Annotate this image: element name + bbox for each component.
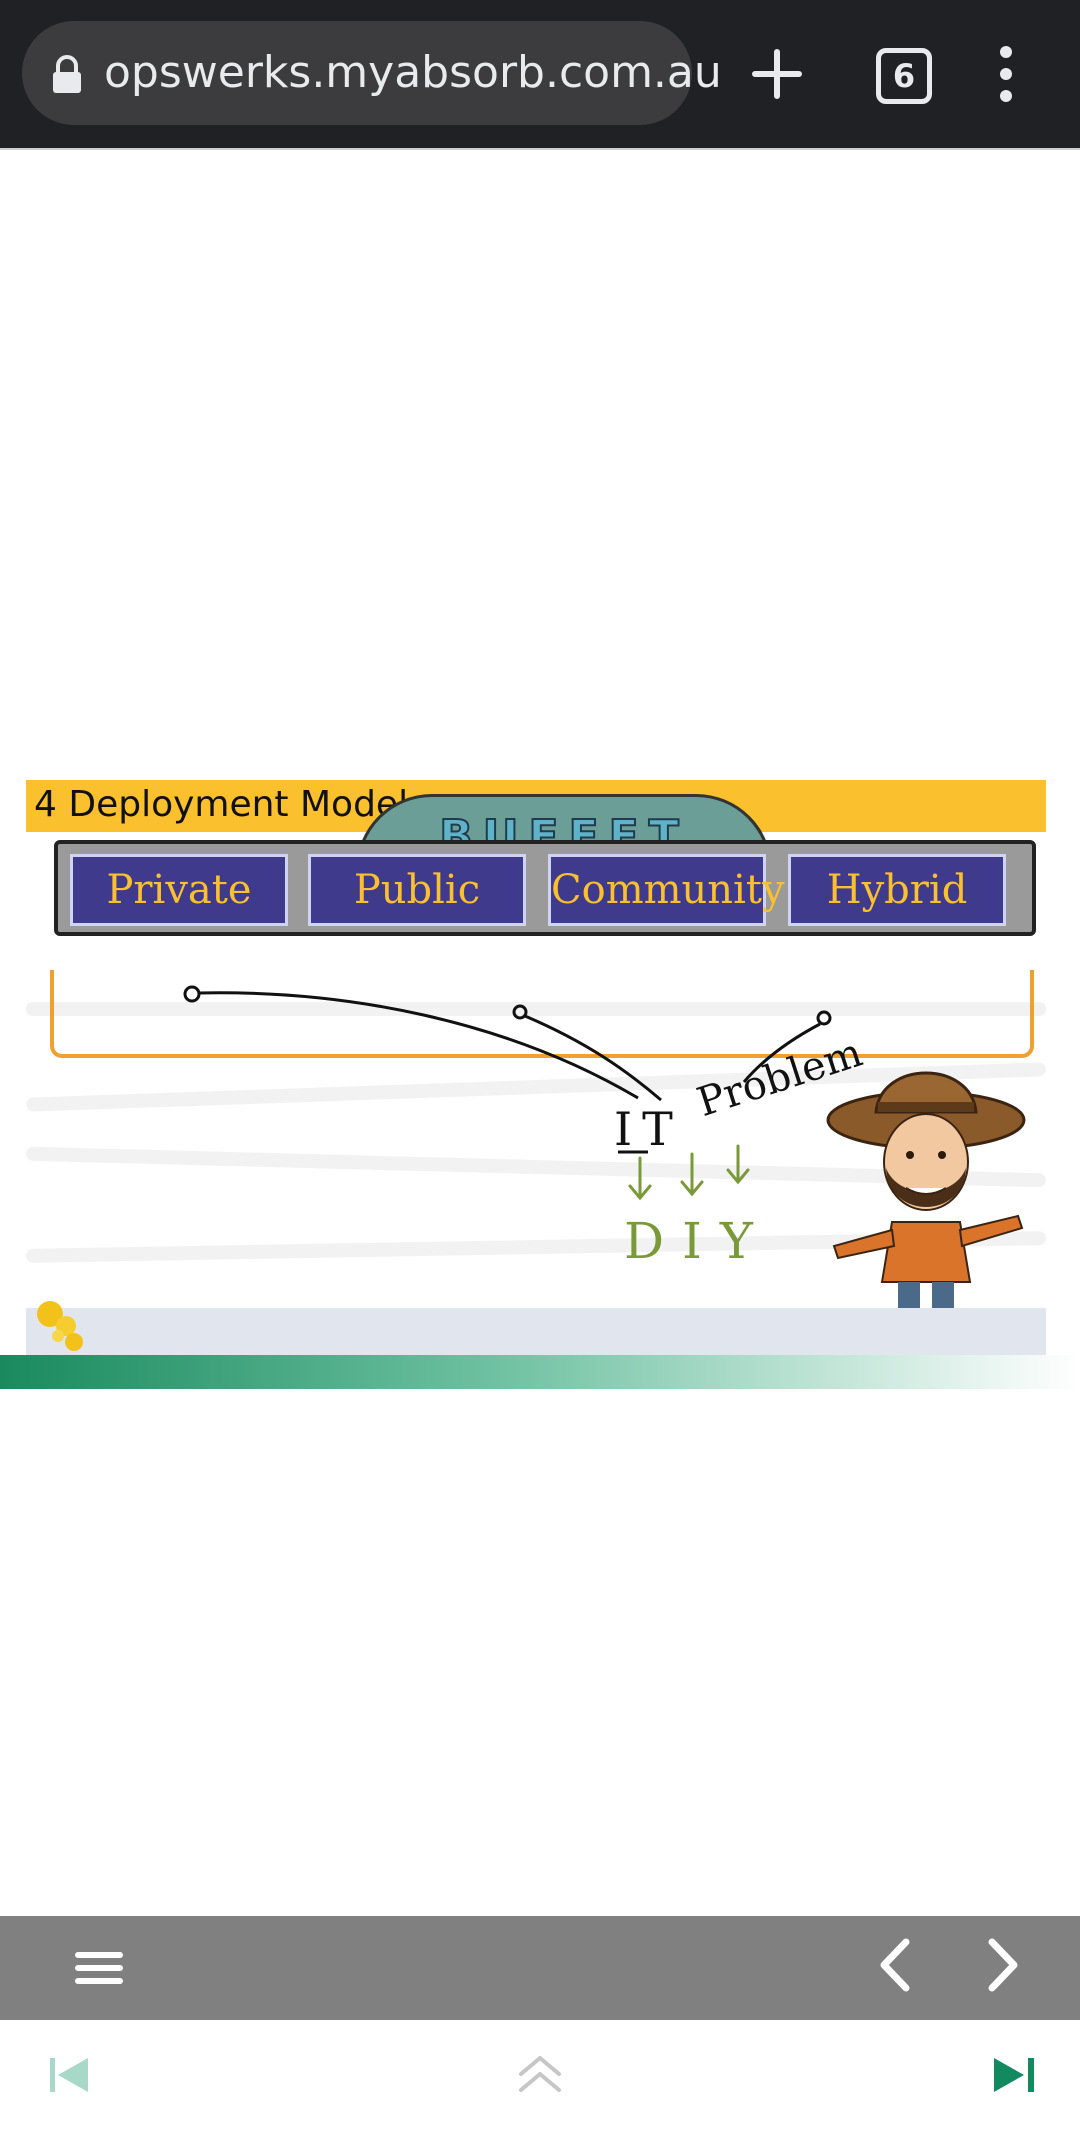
tab-switcher-button[interactable]: 6	[862, 34, 942, 114]
menu-icon[interactable]	[64, 1933, 134, 2003]
background-stroke	[26, 1002, 1046, 1016]
url-text[interactable]: opswerks.myabsorb.com.au	[104, 47, 722, 98]
course-slide: 4 Deployment Models BUFFET Private Publi…	[25, 780, 1047, 1355]
slide-floor	[26, 1308, 1046, 1355]
toolbar-divider	[0, 148, 1080, 150]
model-hybrid: Hybrid	[788, 854, 1006, 926]
connector-lines	[183, 985, 832, 1201]
tab-count: 6	[876, 48, 932, 104]
browser-toolbar: opswerks.myabsorb.com.au 6	[0, 0, 1080, 148]
model-public: Public	[308, 854, 526, 926]
slide-title: 4 Deployment Models	[34, 784, 427, 825]
cowboy-character	[826, 1071, 1026, 1308]
plus-icon[interactable]	[737, 34, 817, 114]
model-private: Private	[70, 854, 288, 926]
buffet-rail: Private Public Community Hybrid	[54, 840, 1036, 936]
more-vert-icon[interactable]	[966, 34, 1046, 114]
lock-icon	[53, 55, 81, 93]
skip-previous-icon[interactable]	[36, 2040, 106, 2110]
chevron-right-icon[interactable]	[966, 1930, 1036, 2000]
model-community: Community	[548, 854, 785, 926]
slide-progress-bar	[0, 1355, 1080, 1389]
it-label: IT	[614, 1102, 683, 1156]
bubbles-icon	[37, 1301, 83, 1351]
skip-next-icon[interactable]	[980, 2040, 1050, 2110]
chevron-left-icon[interactable]	[862, 1930, 932, 2000]
double-chevron-up-icon[interactable]	[505, 2040, 575, 2110]
buffet-tray	[50, 970, 1034, 1058]
diy-label: DIY	[624, 1212, 771, 1270]
address-bar[interactable]: opswerks.myabsorb.com.au	[22, 21, 722, 125]
player-nav-bar	[0, 1916, 1080, 2020]
